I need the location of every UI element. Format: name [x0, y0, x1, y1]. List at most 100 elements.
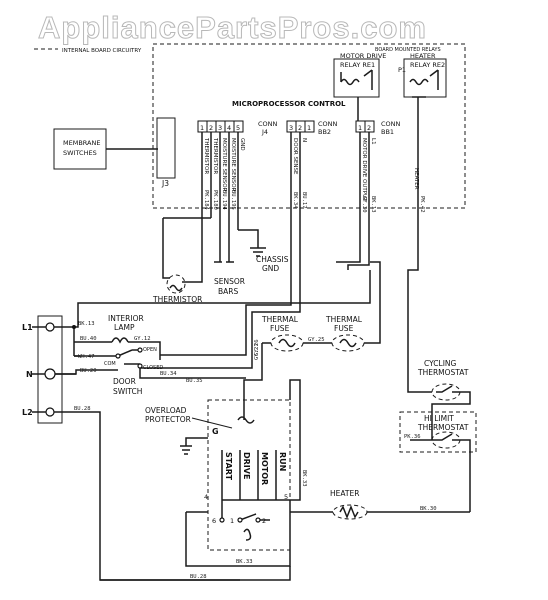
fuse-chain-wire — [262, 261, 381, 344]
door-switch-line2: SWITCH — [113, 387, 142, 396]
thermal-fuse-2-line2: FUSE — [334, 324, 354, 333]
motor-drive: DRIVE — [242, 452, 251, 479]
motor-drive-relay — [333, 58, 380, 98]
wire-l1: BK.13 — [78, 321, 95, 327]
bb1-conn-line2: BB1 — [381, 128, 394, 136]
l1-label: L1 — [22, 323, 33, 332]
interior-lamp-symbol[interactable] — [74, 337, 161, 360]
heater-label: HEATER — [330, 489, 359, 498]
heater-outline — [332, 504, 368, 520]
bb2-pin-3-label: 3 — [289, 124, 293, 132]
j4-signal-5: GND — [239, 138, 245, 151]
wire-motor-bottom: BK.33 — [236, 559, 253, 565]
terminal-l1 — [45, 322, 55, 332]
motor-run: RUN — [278, 452, 287, 471]
relay1-coil — [340, 72, 360, 86]
n-label: N — [26, 370, 33, 379]
wire-bb1-b: BK.13 — [370, 196, 376, 213]
motor-loop-wire — [185, 511, 291, 567]
bb2-signal-2: N — [301, 138, 307, 142]
hi-limit-contact — [432, 433, 471, 512]
legend-text: INTERNAL BOARD CIRCUITRY — [62, 48, 142, 54]
overload-line1: OVERLOAD — [145, 406, 187, 415]
door-switch-contacts[interactable] — [74, 349, 141, 372]
wire-motor-right: BK.33 — [301, 470, 307, 487]
n-to-switch — [55, 369, 118, 375]
motor-pin-5: 5 — [284, 493, 288, 501]
motor-motor: MOTOR — [260, 452, 269, 485]
wire-heater: PK.42 — [419, 196, 425, 213]
sensor-bars-line1: SENSOR — [214, 277, 245, 286]
motor-pin-2: 2 — [262, 517, 266, 525]
sensor-bars-line2: BARS — [218, 287, 238, 296]
thermistor-symbol — [166, 274, 186, 294]
door-switch-closed: CLOSED — [143, 365, 163, 371]
wire-switch-out: BU.34 — [160, 371, 177, 377]
terminal-l2 — [45, 407, 55, 417]
bb1-pin-2-label: 2 — [367, 124, 371, 132]
relay2-coil — [409, 78, 429, 86]
wire-heater-out: BK.30 — [420, 506, 437, 512]
motor-outline — [207, 399, 291, 551]
interior-lamp-line2: LAMP — [114, 323, 135, 332]
wire-bb2-b: BU.17 — [301, 192, 307, 209]
bb1-signal-2: L1 — [370, 138, 376, 145]
motor-pin-6: 6 — [212, 517, 216, 525]
watermark: AppliancePartsPros.com — [38, 10, 427, 45]
wire-bottom: BU.28 — [190, 574, 207, 580]
motor-terminal-6 — [219, 517, 225, 523]
j4-pin-1-label: 1 — [200, 124, 204, 132]
relay2-contact — [429, 69, 439, 90]
thermal-fuse-1-line2: FUSE — [270, 324, 290, 333]
relay2-pin-label: P1 — [398, 66, 406, 74]
j4-conn-line2: J4 — [261, 128, 268, 136]
heater-relay-wire — [407, 118, 432, 393]
bb1-l1-wire — [347, 132, 370, 270]
cycling-thermostat-line2: THERMOSTAT — [417, 368, 469, 377]
thermistor-loop — [162, 217, 211, 283]
thermal-fuse-2-symbol — [339, 338, 357, 348]
wire-j4-1: PK.184 — [203, 190, 209, 211]
l1-top-feed — [74, 270, 371, 328]
relay1-contact — [363, 69, 373, 90]
thermal-fuse-2-line1: THERMAL — [325, 315, 363, 324]
wire-fuse-mid: GY.25 — [308, 337, 325, 343]
bb1-conn-line1: CONN — [381, 120, 401, 128]
door-sense-wire — [160, 132, 292, 356]
motor-right-wire — [289, 379, 301, 501]
motor-terminal-1 — [237, 517, 243, 523]
overload-leader — [191, 417, 233, 429]
bottom-return-wire — [100, 566, 291, 581]
chassis-gnd-line2: GND — [262, 264, 279, 273]
j4-pin-4-label: 4 — [227, 124, 231, 132]
bb2-pin-1-label: 1 — [307, 124, 311, 132]
conn-bb2: 3 2 1 CONN BB2 — [286, 120, 338, 136]
bb2-conn-line1: CONN — [318, 120, 338, 128]
motor-g-label: G — [212, 427, 219, 436]
motor-pin-4: 4 — [204, 493, 208, 501]
j4-pin-3-label: 3 — [218, 124, 222, 132]
j4-signal-2: THERMISTOR — [212, 137, 218, 174]
bb1-pin-1-label: 1 — [358, 124, 362, 132]
door-switch-com: COM — [104, 361, 116, 367]
thermal-fuse-1-line1: THERMAL — [261, 315, 299, 324]
interior-lamp-line1: INTERIOR — [108, 314, 144, 323]
board-mount-label: BOARD MOUNTED RELAYS — [375, 47, 441, 53]
bb1-motor-wire — [357, 118, 361, 210]
wire-motor-feed: BU.35 — [186, 378, 203, 384]
l2-bus — [54, 411, 240, 581]
door-switch-closed-terminal — [137, 363, 143, 369]
relay1-line1: MOTOR DRIVE — [340, 52, 386, 60]
bb2-pin-1 — [304, 120, 315, 133]
j4-signal-1: THERMISTOR — [203, 137, 209, 174]
motor-terminal-2 — [255, 517, 261, 523]
conn-bb1: 1 2 CONN BB1 — [355, 120, 401, 136]
thermal-fuse-1-symbol — [278, 338, 296, 348]
cycling-thermostat-line1: CYCLING — [424, 359, 457, 368]
chassis-gnd-line1: CHASSIS — [256, 255, 289, 264]
wire-bb1-a: GY.30 — [361, 196, 367, 213]
membrane-line1: MEMBRANE — [63, 139, 100, 147]
l2-label: L2 — [22, 408, 33, 417]
